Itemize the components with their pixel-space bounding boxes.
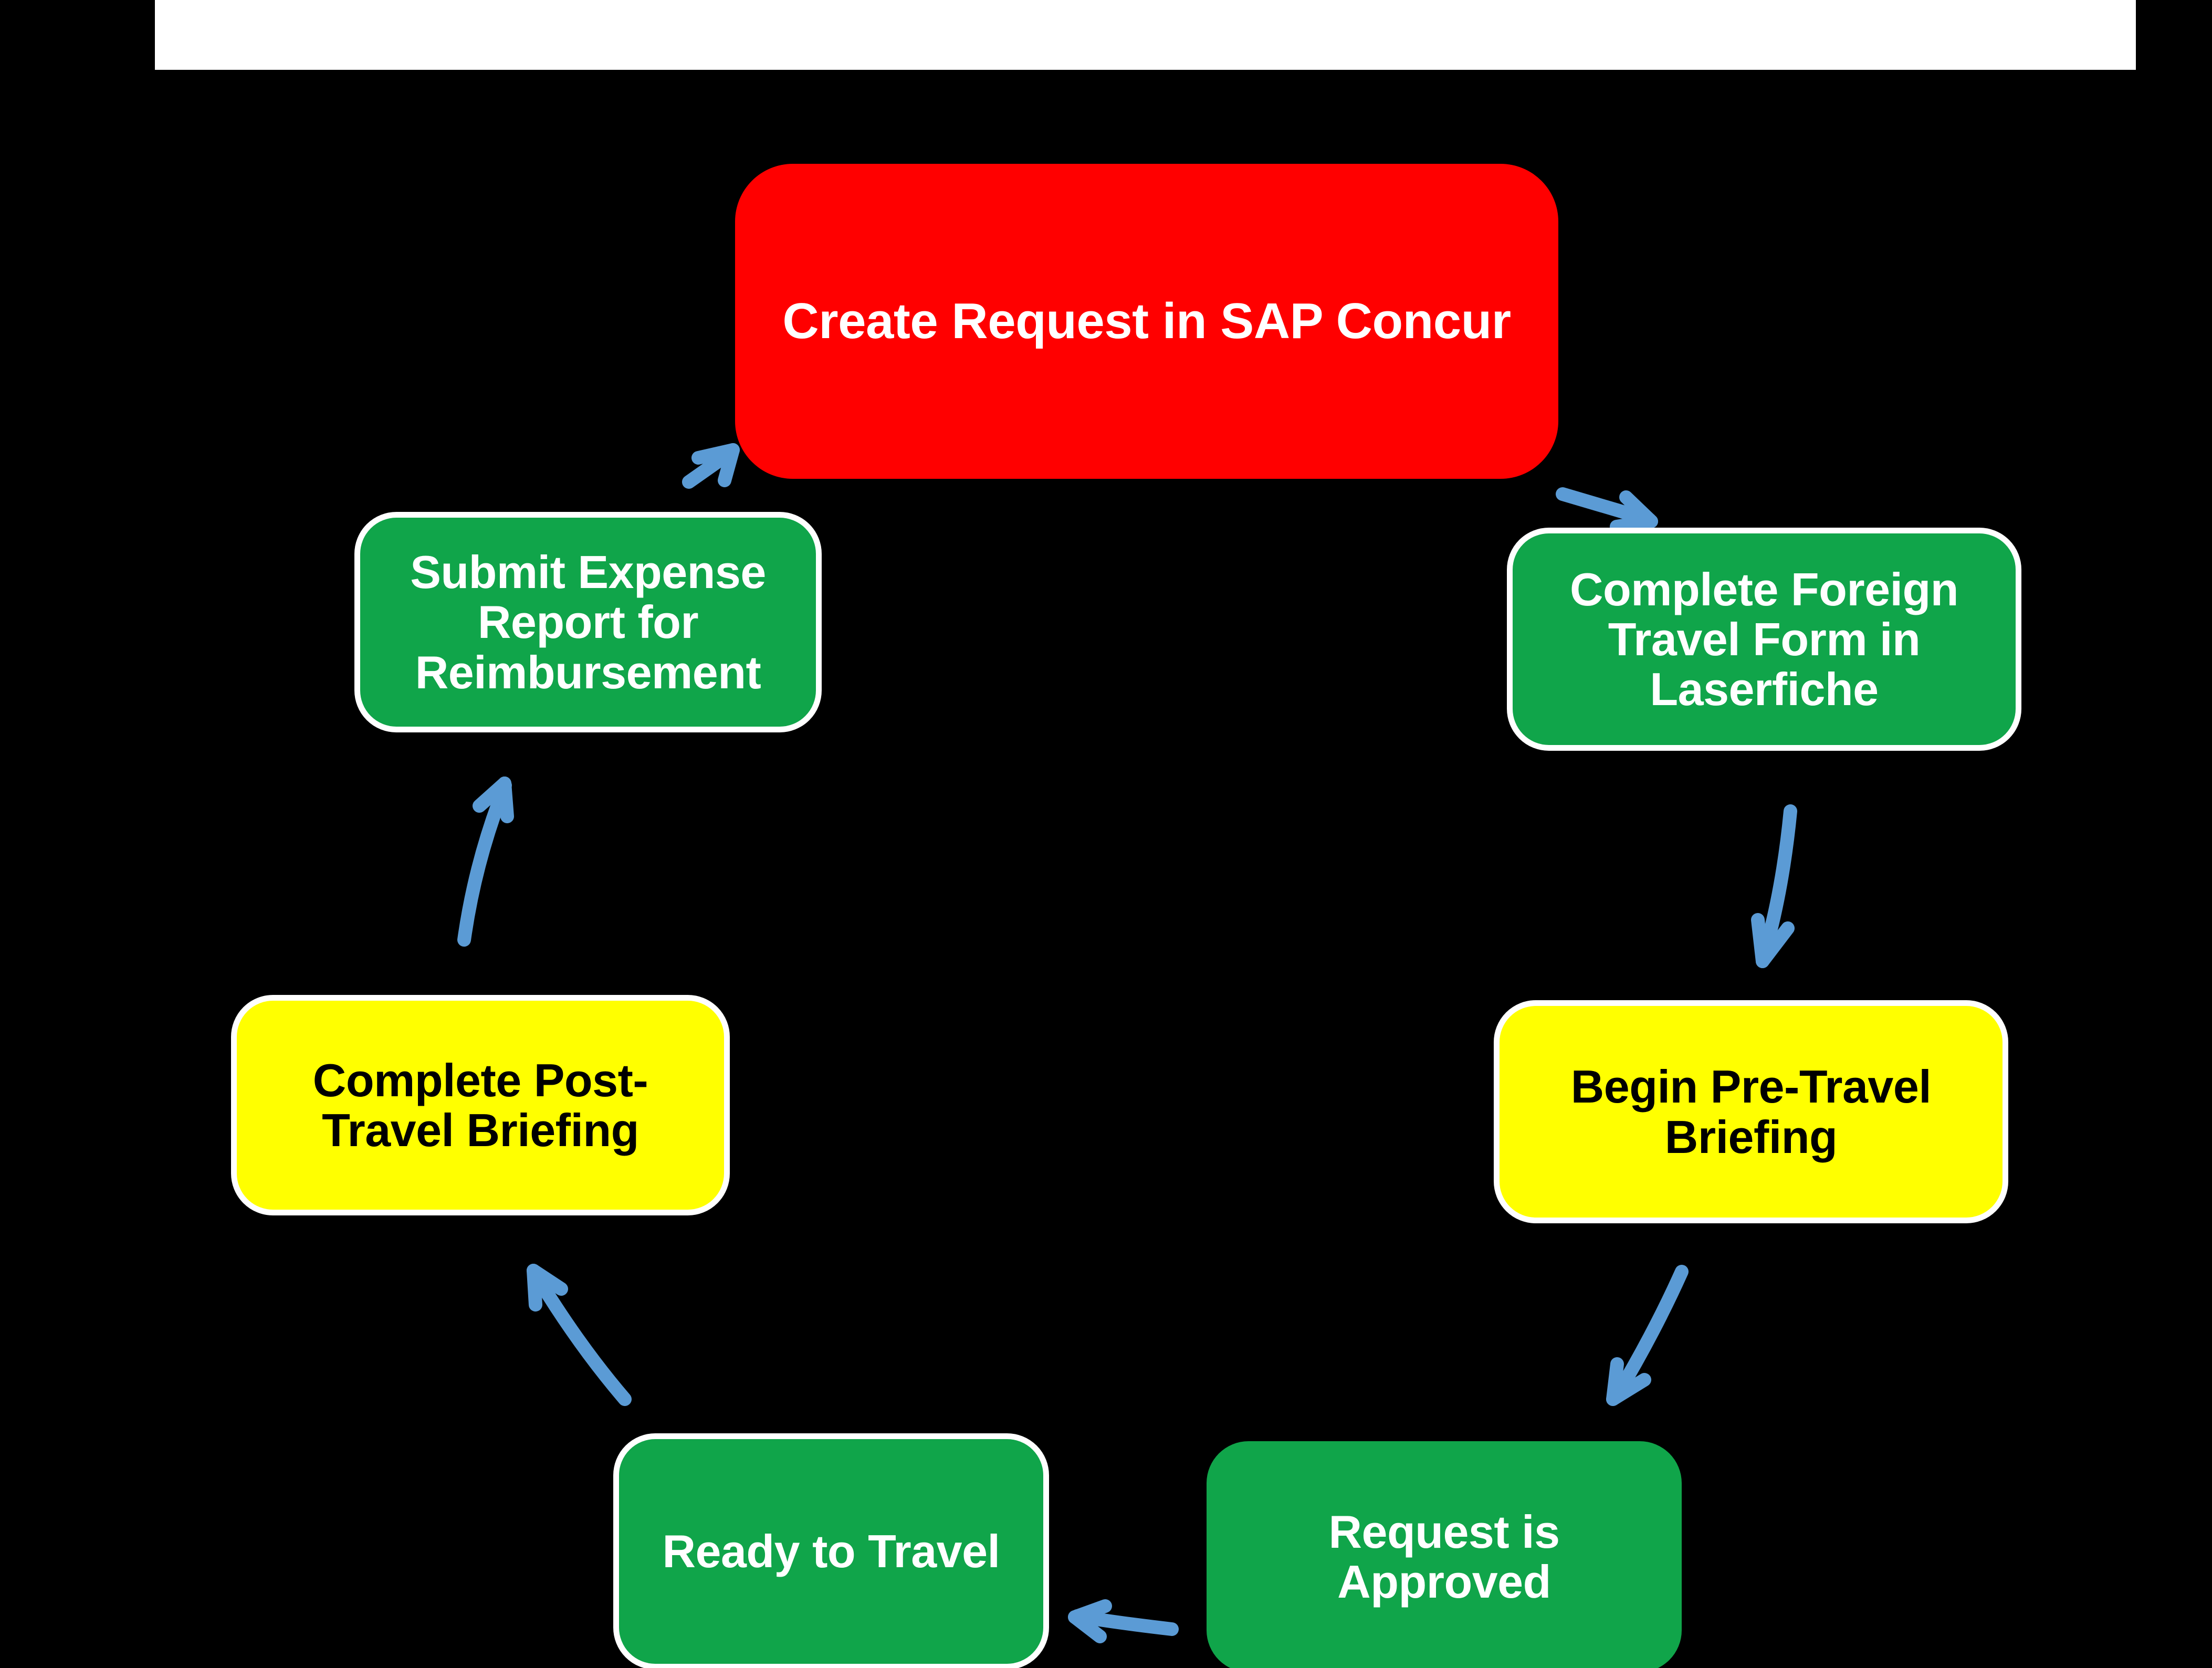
- title-bar: [155, 0, 2136, 70]
- node-create-request-in-sap-concur[interactable]: Create Request in SAP Concur: [735, 164, 1558, 479]
- connector-submit-to-create: [682, 443, 740, 489]
- connector-pretravel-to-approved: [1606, 1265, 1689, 1406]
- node-label: Create Request in SAP Concur: [782, 293, 1511, 350]
- node-label: Submit Expense Report for Reimbursement: [410, 546, 766, 698]
- node-label: Complete Foreign Travel Form in Laserfic…: [1569, 563, 1959, 716]
- node-label: Ready to Travel: [662, 1525, 1000, 1578]
- connector-create-to-foreign: [1556, 487, 1658, 533]
- node-ready-to-travel[interactable]: Ready to Travel: [613, 1433, 1049, 1668]
- node-request-is-approved[interactable]: Request is Approved: [1207, 1441, 1682, 1668]
- connector-foreign-to-pretravel: [1751, 804, 1797, 968]
- node-complete-foreign-travel-form-in-laserfiche[interactable]: Complete Foreign Travel Form in Laserfic…: [1507, 528, 2021, 751]
- connector-ready-to-posttravel: [527, 1264, 632, 1406]
- node-label: Begin Pre-Travel Briefing: [1570, 1061, 1932, 1163]
- node-begin-pre-travel-briefing[interactable]: Begin Pre-Travel Briefing: [1494, 1000, 2008, 1223]
- node-label: Complete Post- Travel Briefing: [312, 1054, 648, 1156]
- node-complete-post-travel-briefing[interactable]: Complete Post- Travel Briefing: [231, 995, 730, 1215]
- connector-approved-to-ready: [1068, 1599, 1179, 1643]
- node-submit-expense-report-for-reimbursement[interactable]: Submit Expense Report for Reimbursement: [354, 512, 822, 732]
- connector-posttravel-to-submit: [457, 777, 514, 947]
- node-label: Request is Approved: [1328, 1505, 1560, 1608]
